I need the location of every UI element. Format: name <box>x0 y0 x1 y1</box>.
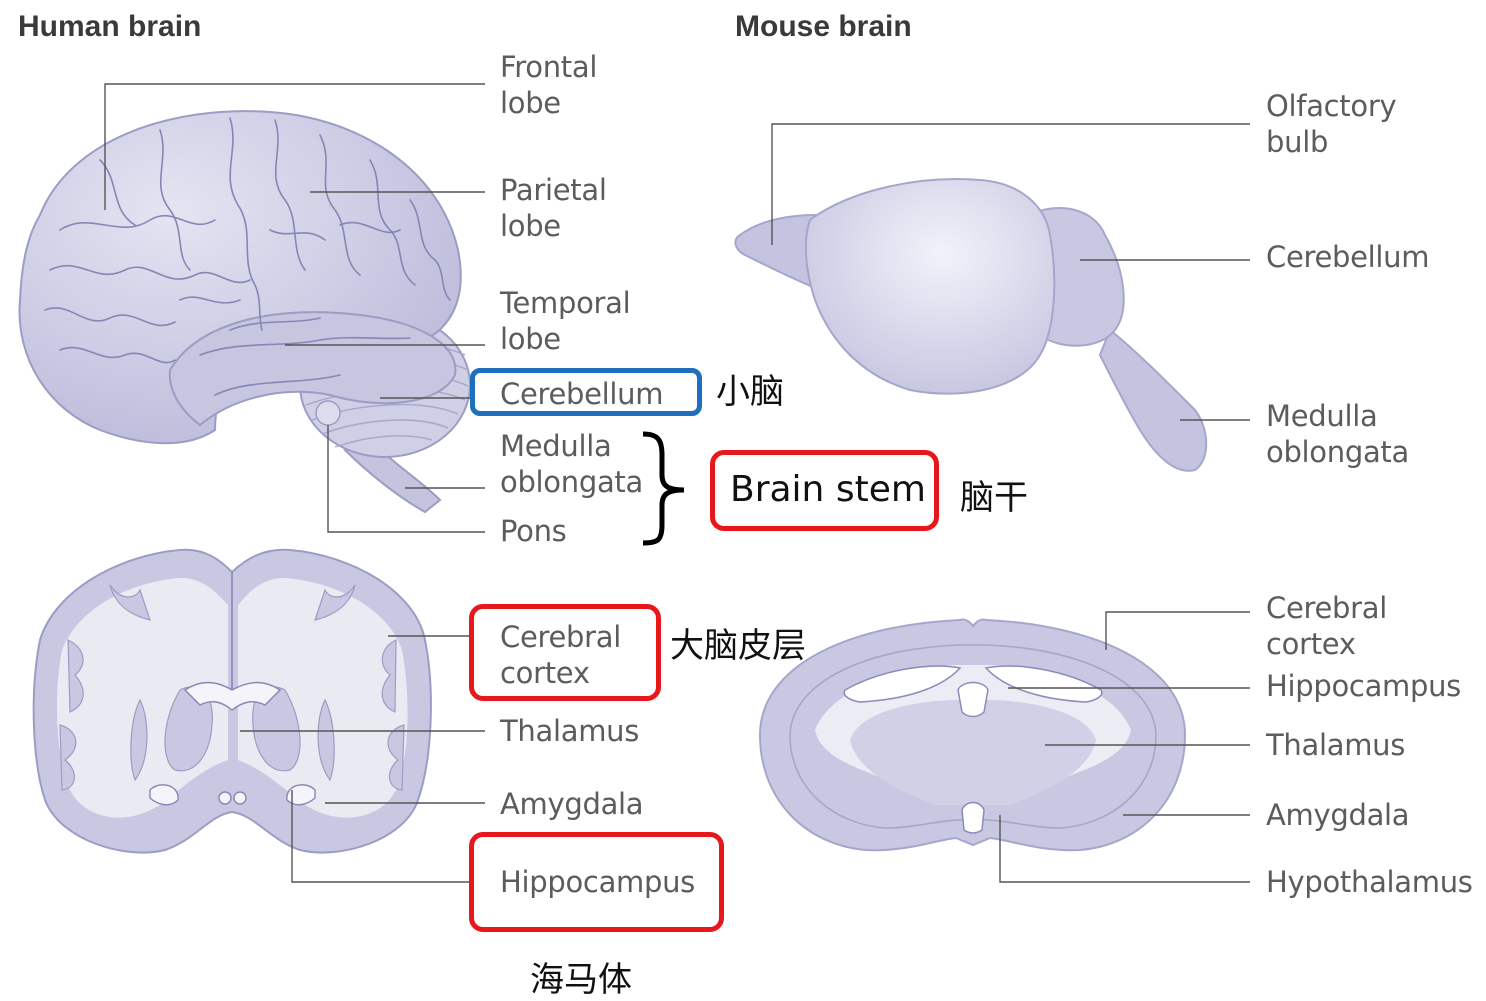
hippocampus-highlight-box <box>469 832 724 932</box>
label-temporal-lobe: Temporal lobe <box>500 285 630 357</box>
brainstem-label: Brain stem <box>730 469 926 510</box>
mouse-brain-coronal <box>760 619 1185 850</box>
label-thalamus-human: Thalamus <box>500 713 639 749</box>
label-medulla-human: Medulla oblongata <box>500 428 643 500</box>
cerebellum-cn-label: 小脑 <box>716 364 784 413</box>
mouse-brain-lateral <box>735 179 1206 471</box>
label-hippocampus-mouse: Hippocampus <box>1266 668 1461 704</box>
label-thalamus-mouse: Thalamus <box>1266 727 1405 763</box>
brainstem-cn-label: 脑干 <box>960 470 1028 519</box>
cerebellum-highlight-box <box>470 368 702 416</box>
label-amygdala-human: Amygdala <box>500 786 643 822</box>
hippocampus-cn-label: 海马体 <box>530 952 632 1001</box>
label-medulla-mouse: Medulla oblongata <box>1266 398 1409 470</box>
label-cerebellum-mouse: Cerebellum <box>1266 239 1429 275</box>
label-pons: Pons <box>500 513 567 549</box>
label-parietal-lobe: Parietal lobe <box>500 172 607 244</box>
label-hypothalamus: Hypothalamus <box>1266 864 1473 900</box>
mouse-brain-title: Mouse brain <box>735 10 912 44</box>
brainstem-brace <box>643 434 684 543</box>
cortex-cn-label: 大脑皮层 <box>670 618 806 667</box>
human-brain-title: Human brain <box>18 10 201 44</box>
label-frontal-lobe: Frontal lobe <box>500 49 597 121</box>
label-cortex-mouse: Cerebral cortex <box>1266 590 1387 662</box>
label-olfactory-bulb: Olfactory bulb <box>1266 88 1396 160</box>
cortex-highlight-box <box>469 604 661 701</box>
human-brain-coronal <box>34 550 431 853</box>
label-amygdala-mouse: Amygdala <box>1266 797 1409 833</box>
human-brain-lateral <box>20 111 470 512</box>
